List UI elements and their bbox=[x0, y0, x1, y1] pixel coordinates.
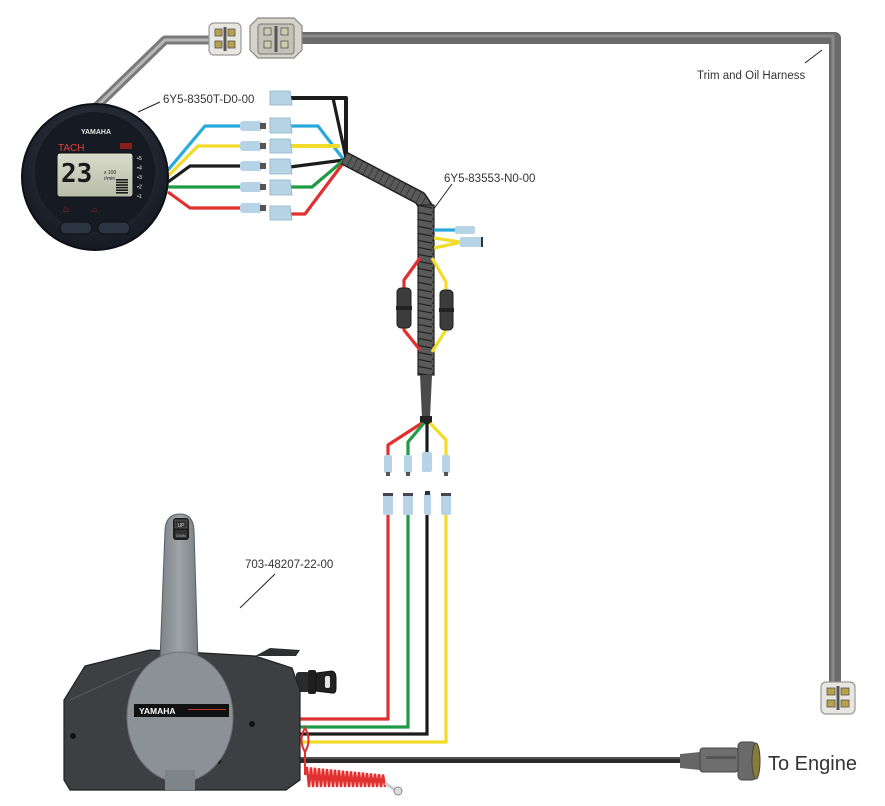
sleeved-sub-harness bbox=[340, 151, 435, 424]
wire-blue-gauge bbox=[166, 124, 245, 172]
control-part-number: 703-48207-22-00 bbox=[245, 559, 333, 571]
safety-lanyard[interactable] bbox=[300, 726, 403, 796]
gauge-bar-segment bbox=[116, 179, 128, 181]
gauge-male-pins bbox=[240, 121, 266, 213]
gauge-multiplier: x 100 bbox=[104, 170, 116, 176]
engine-connector bbox=[680, 741, 761, 781]
wire-red-gauge bbox=[167, 190, 245, 210]
wire-black-control bbox=[300, 515, 429, 736]
trim-up-label: UP bbox=[178, 523, 186, 529]
harness-connector-bottom bbox=[820, 681, 856, 715]
gauge-bar-segment bbox=[116, 169, 128, 171]
sub-harness-taps bbox=[433, 226, 483, 250]
gauge-bar-segment bbox=[116, 171, 128, 173]
breakout-male-pins bbox=[384, 452, 450, 476]
gauge-scale-tick: •5 bbox=[137, 156, 142, 162]
control-wires bbox=[300, 515, 448, 744]
gauge-scale: •5 •4 •3 •2 •1 bbox=[137, 156, 142, 200]
gauge-scale-tick: •3 bbox=[137, 175, 142, 181]
wire-green-right bbox=[290, 158, 346, 189]
gauge-bar-segment bbox=[116, 181, 128, 184]
oil-warning-icon: ♨ bbox=[62, 204, 70, 214]
wire-black-gauge bbox=[167, 164, 245, 184]
control-brand: YAMAHA bbox=[139, 706, 176, 716]
breakout-wires bbox=[386, 421, 448, 455]
wire-green-control bbox=[300, 515, 410, 729]
gauge-mode-label: TACH bbox=[58, 143, 84, 154]
remote-control-box[interactable]: UP DWN YAMAHA bbox=[63, 513, 337, 791]
trim-oil-harness-label: Trim and Oil Harness bbox=[697, 70, 805, 82]
gauge-scale-tick: •2 bbox=[137, 185, 142, 191]
to-engine-label: To Engine bbox=[768, 753, 857, 775]
gauge-part-number: 6Y5-8350T-D0-00 bbox=[163, 94, 254, 106]
engine-cable bbox=[300, 757, 700, 763]
gauge-bar-segment bbox=[116, 174, 128, 176]
gauge-left-button[interactable] bbox=[59, 221, 93, 235]
inline-connectors bbox=[396, 287, 454, 331]
gauge-wires bbox=[166, 96, 348, 216]
wire-yellow-control bbox=[300, 515, 448, 744]
gauge-female-sockets bbox=[269, 90, 293, 221]
gauge-bar-segment bbox=[116, 186, 128, 189]
gauge-bar-graph bbox=[116, 169, 128, 194]
gauge-scale-tick: •4 bbox=[137, 166, 142, 172]
engine-warning-icon: ⌂ bbox=[92, 205, 97, 214]
tachometer-gauge[interactable]: YAMAHA TACH 23 x 100 r/min •5•4•3•2•1 ♨ … bbox=[21, 103, 169, 251]
harness-connector-small bbox=[208, 22, 242, 56]
wire-yellow-gauge bbox=[166, 144, 245, 178]
harness-connector-large bbox=[249, 17, 303, 59]
wire-black-right bbox=[289, 158, 345, 169]
trim-switch[interactable]: UP DWN bbox=[173, 518, 189, 540]
gauge-right-button[interactable] bbox=[97, 221, 131, 235]
gauge-unit: r/min bbox=[104, 176, 115, 182]
wire-blue-right bbox=[290, 124, 346, 161]
gauge-mode-indicator bbox=[120, 143, 132, 149]
callout-lines bbox=[137, 49, 823, 609]
trim-oil-harness-cable bbox=[91, 32, 841, 685]
gauge-bar-segment bbox=[116, 184, 128, 186]
gauge-bar-segment bbox=[116, 189, 128, 191]
trim-down-label: DWN bbox=[176, 533, 186, 538]
gauge-brand: YAMAHA bbox=[81, 129, 111, 136]
wire-black-top bbox=[290, 96, 348, 158]
wire-red-right bbox=[290, 161, 346, 216]
wire-red-control bbox=[300, 515, 390, 721]
key-switch[interactable] bbox=[296, 670, 337, 694]
gauge-bar-segment bbox=[116, 192, 128, 194]
control-female-sockets bbox=[383, 491, 451, 515]
sub-harness-part-number: 6Y5-83553-N0-00 bbox=[444, 173, 535, 185]
gauge-reading: 23 bbox=[61, 159, 92, 189]
gauge-scale-tick: •1 bbox=[137, 194, 142, 200]
gauge-bar-segment bbox=[116, 176, 128, 178]
